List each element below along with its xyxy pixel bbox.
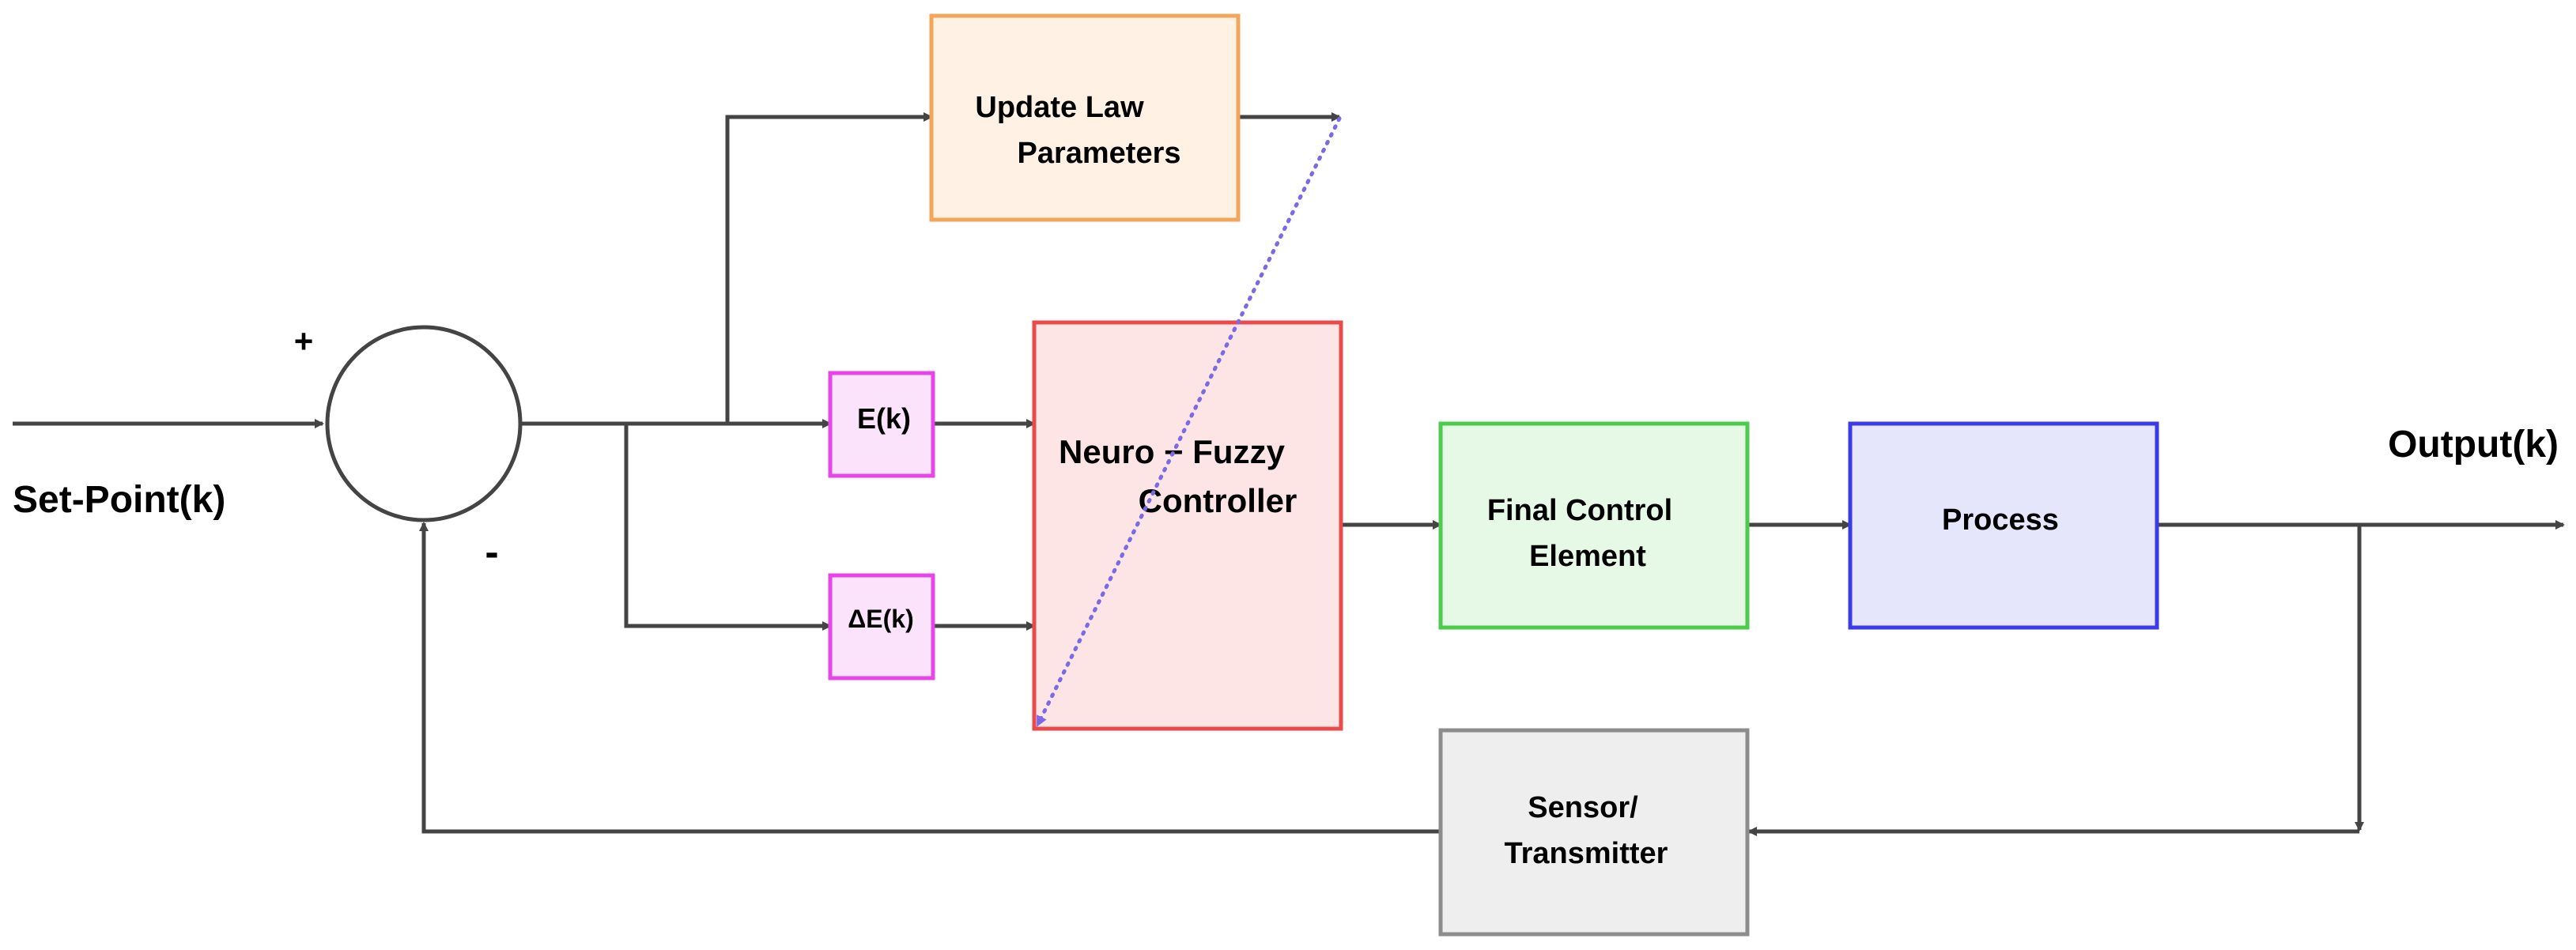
update-law-block (929, 13, 1241, 222)
process-label: Process (1942, 503, 2059, 537)
sensor-label-1: Sensor/ (1528, 791, 1638, 824)
delta-error-input-line (624, 424, 832, 631)
controller-label-2: Controller (1139, 482, 1297, 519)
sensor-label-2: Transmitter (1505, 837, 1668, 870)
adaptation-arrow (1035, 116, 1342, 728)
error-block (828, 371, 935, 478)
setpoint-label: Set-Point(k) (13, 479, 225, 521)
summing-junction (325, 325, 523, 522)
feedback-line (419, 522, 1441, 834)
error-label: E(k) (857, 402, 911, 435)
delta-error-label: ΔE(k) (848, 605, 913, 633)
update-law-label-1: Update Law (975, 91, 1144, 124)
process-block (1848, 421, 2159, 630)
controller-block (1032, 320, 1343, 731)
delta-error-block (828, 573, 935, 680)
update-law-label-2: Parameters (1017, 137, 1180, 170)
minus-sign: - (485, 530, 498, 575)
update-law-input-line (725, 112, 933, 424)
sensor-transmitter-block (1438, 728, 1750, 937)
final-control-label-2: Element (1529, 540, 1646, 573)
output-label: Output(k) (2388, 424, 2559, 466)
final-control-element-block (1438, 421, 1750, 630)
plus-sign: + (294, 322, 314, 360)
final-control-label-1: Final Control (1487, 494, 1672, 527)
